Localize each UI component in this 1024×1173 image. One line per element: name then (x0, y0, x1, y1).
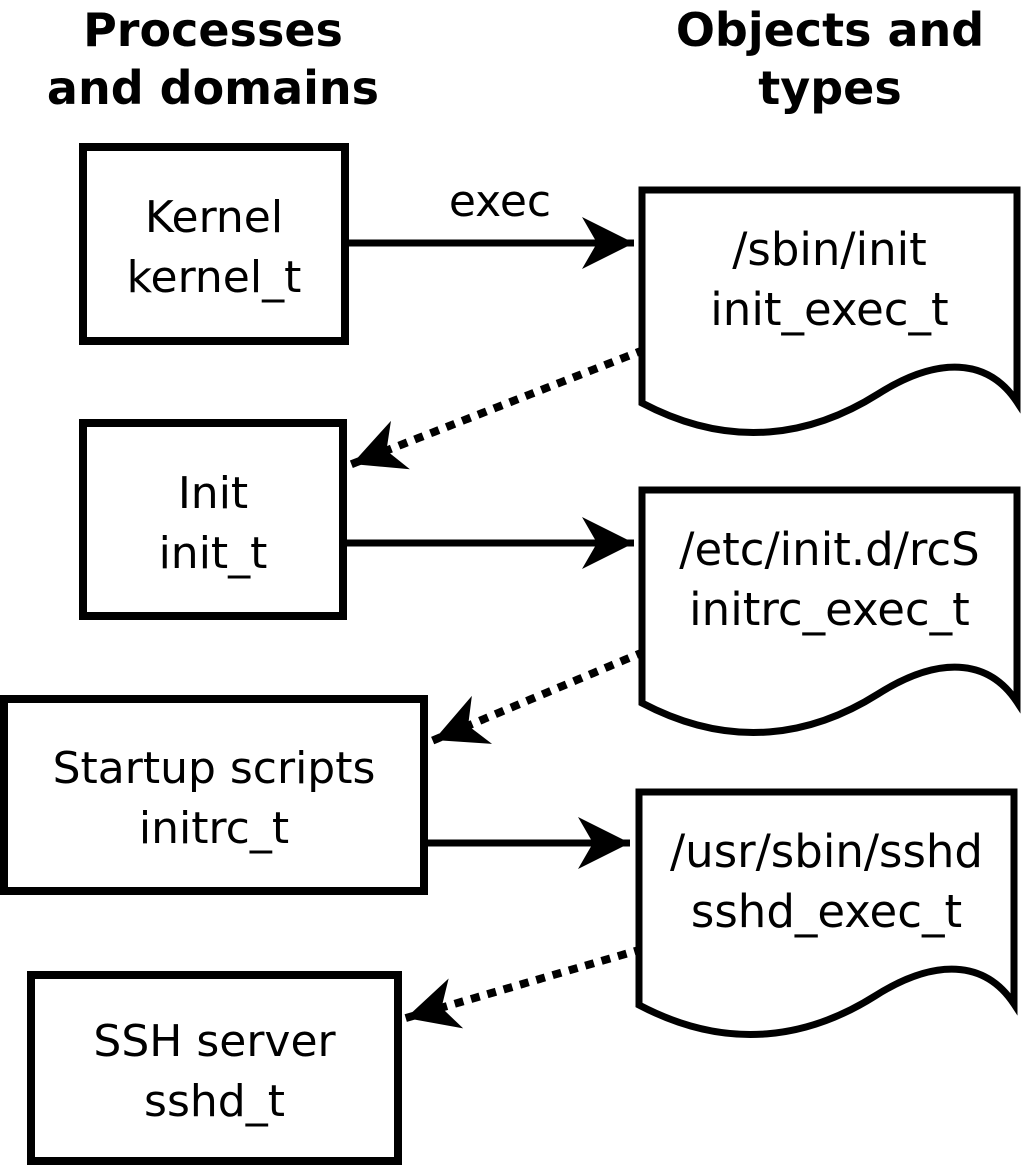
object-type: sshd_exec_t (690, 885, 963, 938)
heading-line-1: Processes (83, 3, 343, 57)
transition-arrow-sshdexec-to-sshd (401, 945, 644, 1029)
heading-line-2: and domains (46, 61, 380, 115)
object-type: initrc_exec_t (689, 583, 970, 636)
transition-arrow-initexec-to-init (346, 345, 647, 470)
process-domain-type: sshd_t (144, 1076, 285, 1127)
process-domain-type: kernel_t (126, 252, 302, 303)
document-shape (635, 788, 1018, 1038)
object-type: init_exec_t (710, 283, 949, 336)
object-path: /etc/init.d/rcS (679, 523, 980, 576)
process-name: Startup scripts (52, 743, 376, 794)
object-node-usr-sbin-sshd: /usr/sbin/sshd sshd_exec_t (635, 788, 1018, 1040)
process-node-init: Init init_t (79, 419, 347, 620)
document-shape (638, 186, 1021, 436)
heading-line-1: Objects and (675, 3, 985, 57)
process-name: Init (177, 467, 249, 519)
heading-line-2: types (758, 61, 902, 115)
object-node-sbin-init: /sbin/init init_exec_t (638, 186, 1021, 438)
object-path: /usr/sbin/sshd (670, 825, 983, 878)
exec-edge-label: exec (448, 176, 552, 227)
column-heading-processes: Processes and domains (0, 1, 426, 117)
process-name: Kernel (144, 192, 284, 243)
process-domain-type: initrc_t (138, 803, 290, 854)
object-node-etc-initd-rcs: /etc/init.d/rcS initrc_exec_t (638, 486, 1021, 738)
process-domain-type: init_t (158, 527, 268, 579)
column-heading-objects: Objects and types (640, 1, 1020, 117)
transition-arrow-initrcexec-to-initrc (428, 647, 647, 746)
process-node-kernel: Kernel kernel_t (79, 143, 349, 345)
document-shape (638, 486, 1021, 736)
object-path: /sbin/init (732, 223, 927, 276)
process-node-startup-scripts: Startup scripts initrc_t (0, 695, 428, 895)
process-name: SSH server (93, 1016, 336, 1067)
process-node-ssh-server: SSH server sshd_t (27, 971, 402, 1165)
